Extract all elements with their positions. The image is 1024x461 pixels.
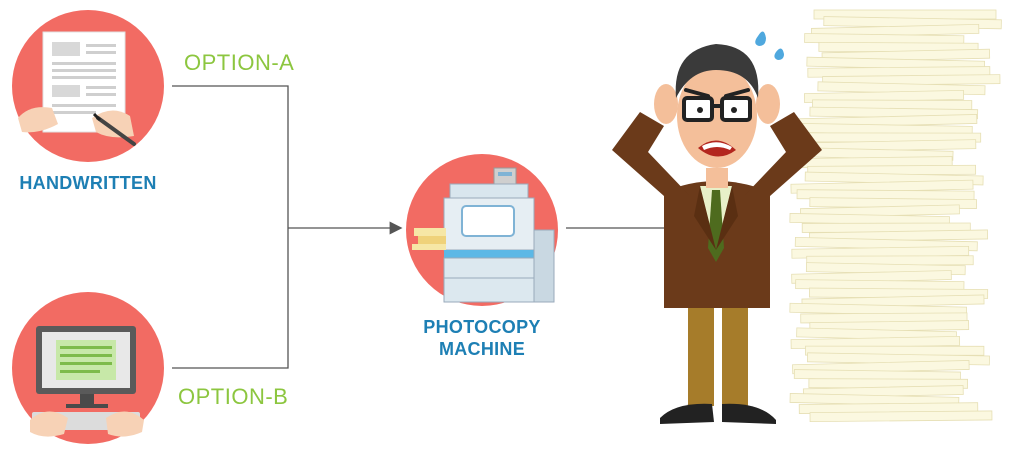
photocopy-machine-icon xyxy=(406,154,558,306)
option-b-line xyxy=(172,228,289,369)
photocopy-label: PHOTOCOPY MACHINE xyxy=(402,316,562,360)
option-a-line xyxy=(172,85,289,228)
option-a-label: OPTION-A xyxy=(184,50,295,75)
paper-sheet xyxy=(809,410,993,423)
photocopy-label-line2: MACHINE xyxy=(438,339,526,359)
stressed-man-icon xyxy=(612,31,822,424)
photocopy-label-line1: PHOTOCOPY xyxy=(423,317,541,337)
paper-stack-icon xyxy=(789,9,1002,423)
option-b-label: OPTION-B xyxy=(178,384,289,409)
computer-typing-icon xyxy=(12,292,164,444)
handwritten-label: HANDWRITTEN xyxy=(19,173,157,193)
handwritten-document-icon xyxy=(12,10,164,162)
connector-lines xyxy=(172,85,679,369)
